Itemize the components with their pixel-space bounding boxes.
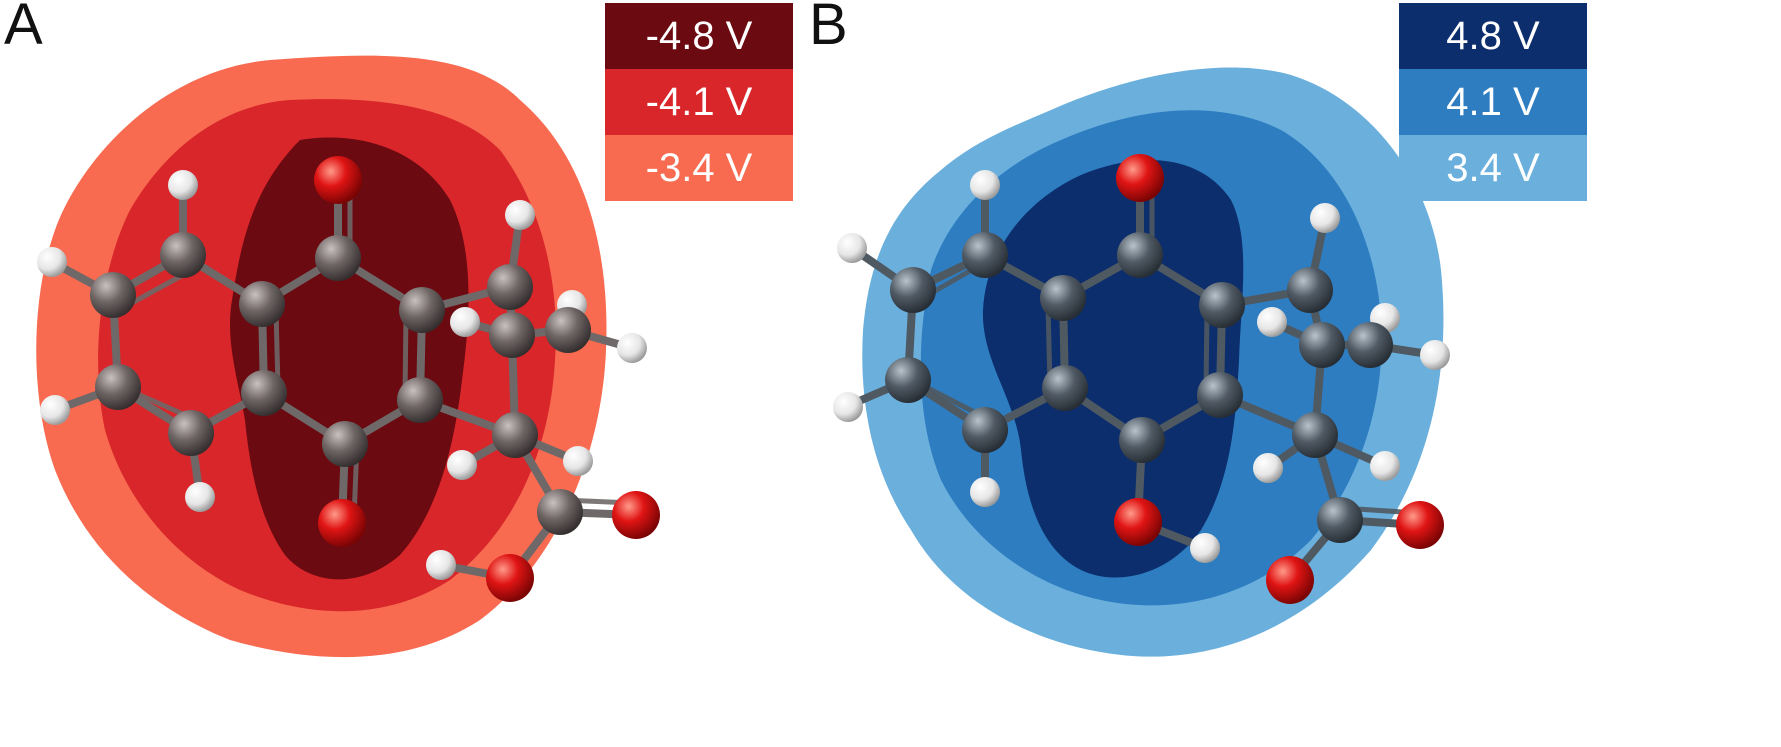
legend-label: 4.8 V — [1446, 13, 1540, 58]
legend-label: 4.1 V — [1446, 79, 1540, 124]
potential-diagram-a — [36, 55, 660, 658]
legend-label: -4.8 V — [645, 13, 753, 58]
molecule-a — [37, 156, 660, 602]
legend-cell: -4.1 V — [605, 69, 793, 135]
panel-label-b: B — [809, 0, 848, 57]
contour-inner-b — [982, 160, 1244, 578]
legend-cell: 4.1 V — [1399, 69, 1587, 135]
legend-label: -3.4 V — [645, 145, 753, 190]
legend-a: -4.8 V -4.1 V -3.4 V — [605, 3, 793, 201]
legend-label: -4.1 V — [645, 79, 753, 124]
contour-inner-a — [229, 137, 469, 580]
legend-cell: -3.4 V — [605, 135, 793, 201]
panel-b: B 4.8 V 4.1 V 3.4 V — [809, 0, 1781, 747]
legend-label: 3.4 V — [1446, 145, 1540, 190]
legend-cell: 4.8 V — [1399, 3, 1587, 69]
legend-cell: 3.4 V — [1399, 135, 1587, 201]
legend-b: 4.8 V 4.1 V 3.4 V — [1399, 3, 1587, 201]
legend-cell: -4.8 V — [605, 3, 793, 69]
panel-label-a: A — [4, 0, 43, 57]
panel-a: A -4.8 V -4.1 V -3.4 V — [0, 0, 890, 747]
